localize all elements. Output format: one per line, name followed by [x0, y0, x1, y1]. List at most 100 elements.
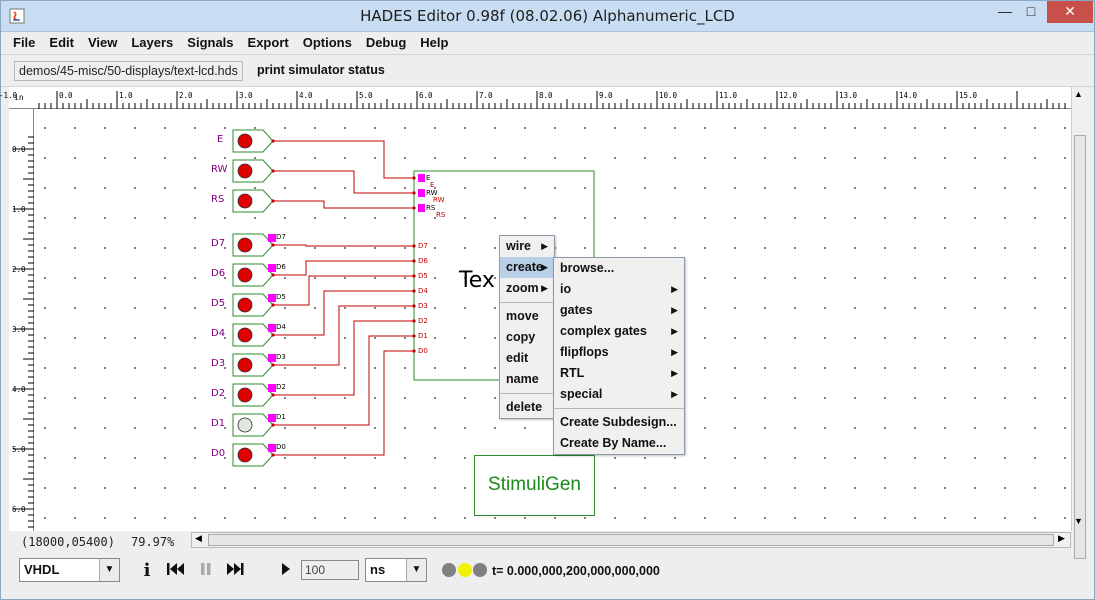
path-bar: demos/45-misc/50-displays/text-lcd.hds p…: [1, 54, 1094, 87]
close-button[interactable]: ✕: [1047, 1, 1093, 23]
input-switch-d5: [232, 293, 274, 317]
create-menu-item[interactable]: io▶: [554, 279, 684, 300]
scroll-up-arrow[interactable]: ▲: [1074, 89, 1083, 99]
menu-edit[interactable]: Edit: [49, 35, 74, 50]
menu-item-label: copy: [506, 330, 536, 344]
lcd-pin-label: RS: [426, 204, 436, 212]
left-ruler-ticks: 0.01.02.03.04.05.06.0: [12, 136, 34, 528]
input-label: D6: [211, 268, 226, 279]
maximize-button[interactable]: □: [1026, 3, 1036, 19]
probe-pin: [268, 444, 276, 452]
context-menu-item-name[interactable]: name: [500, 369, 554, 390]
create-menu-item[interactable]: complex gates▶: [554, 321, 684, 342]
language-select-value: VHDL: [24, 562, 60, 577]
context-menu-item-edit[interactable]: edit: [500, 348, 554, 369]
pause-button[interactable]: [194, 559, 218, 583]
input-label: RS: [211, 194, 225, 205]
top-ruler-tick-label: 13.0: [839, 91, 858, 100]
scroll-left-arrow[interactable]: ◀: [195, 533, 202, 543]
create-menu-item[interactable]: flipflops▶: [554, 342, 684, 363]
lcd-pin-label: D0: [418, 347, 428, 355]
top-ruler-tick-label: 2.0: [179, 91, 193, 100]
submenu-arrow-icon: ▶: [671, 347, 678, 357]
menu-separator: [500, 302, 554, 306]
lcd-pin-label: D1: [418, 332, 428, 340]
context-menu-item-create[interactable]: create▶: [500, 257, 554, 278]
step-button[interactable]: [273, 559, 297, 583]
left-ruler-tick-label: 5.0: [12, 445, 26, 454]
language-select[interactable]: VHDL ▼: [19, 558, 120, 582]
submenu-arrow-icon: ▶: [671, 284, 678, 294]
menu-view[interactable]: View: [87, 35, 118, 50]
chevron-down-icon[interactable]: ▼: [406, 559, 426, 581]
top-ruler-tick-label: 1.0: [119, 91, 133, 100]
create-menu-item[interactable]: Create By Name...: [554, 433, 684, 454]
probe-label: D3: [276, 353, 286, 361]
window-title: HADES Editor 0.98f (08.02.06) Alphanumer…: [360, 7, 735, 25]
menu-options[interactable]: Options: [302, 35, 352, 50]
status-led-3: [473, 563, 487, 577]
left-ruler-tick-label: 3.0: [12, 325, 26, 334]
lcd-pin-label: D5: [418, 272, 428, 280]
lcd-pin-label: D2: [418, 317, 428, 325]
create-menu-item[interactable]: gates▶: [554, 300, 684, 321]
probe-label: D0: [276, 443, 286, 451]
create-menu-item[interactable]: Create Subdesign...: [554, 412, 684, 433]
minimize-button[interactable]: —: [998, 3, 1012, 19]
play-icon: [282, 563, 290, 575]
scroll-right-arrow[interactable]: ▶: [1058, 533, 1065, 543]
context-menu-item-move[interactable]: move: [500, 306, 554, 327]
create-menu-item[interactable]: special▶: [554, 384, 684, 405]
left-ruler-tick-label: 2.0: [12, 265, 26, 274]
menu-file[interactable]: File: [13, 35, 36, 50]
submenu-arrow-icon: ▶: [671, 305, 678, 315]
menu-item-label: zoom: [506, 281, 539, 295]
rewind-button[interactable]: [164, 559, 188, 583]
context-menu-item-wire[interactable]: wire▶: [500, 236, 554, 257]
menu-item-label: special: [560, 387, 603, 401]
menu-item-label: browse...: [560, 261, 615, 275]
probe-label: D5: [276, 293, 286, 301]
left-ruler-tick-label: 6.0: [12, 505, 26, 514]
probe-label: D2: [276, 383, 286, 391]
menu-debug[interactable]: Debug: [365, 35, 407, 50]
lcd-pin: [418, 204, 425, 212]
context-menu-item-delete[interactable]: delete: [500, 397, 554, 418]
create-menu-item[interactable]: RTL▶: [554, 363, 684, 384]
probe-pin: [268, 414, 276, 422]
context-menu-item-zoom[interactable]: zoom▶: [500, 278, 554, 299]
context-menu-item-copy[interactable]: copy: [500, 327, 554, 348]
context-menu: wire▶create▶zoom▶ move copy edit name delete: [499, 235, 555, 419]
scroll-down-arrow[interactable]: ▼: [1074, 516, 1083, 526]
menu-signals[interactable]: Signals: [187, 35, 234, 50]
probe-pin: [268, 234, 276, 242]
signal-wire: [273, 275, 414, 306]
vertical-scrollbar[interactable]: ▲ ▼: [1071, 87, 1087, 559]
input-switch-d0: [232, 443, 274, 467]
horizontal-scrollbar[interactable]: ◀ ▶: [191, 532, 1071, 548]
input-label: RW: [211, 164, 228, 175]
menu-item-label: name: [506, 372, 539, 386]
create-menu-item[interactable]: browse...: [554, 258, 684, 279]
step-size-input[interactable]: 100: [301, 560, 359, 580]
info-icon[interactable]: i: [143, 560, 151, 581]
top-ruler-tick-label: 9.0: [599, 91, 613, 100]
input-switch-d4: [232, 323, 274, 347]
horizontal-scroll-thumb[interactable]: [208, 534, 1054, 546]
stimuli-generator[interactable]: StimuliGen: [474, 455, 595, 516]
menu-layers[interactable]: Layers: [131, 35, 174, 50]
vertical-scroll-thumb[interactable]: [1074, 135, 1086, 559]
probe-label: D1: [276, 413, 286, 421]
probe-pin: [268, 384, 276, 392]
lcd-pin-label: E: [426, 174, 431, 182]
time-unit-select[interactable]: ns ▼: [365, 558, 427, 582]
design-path-field[interactable]: demos/45-misc/50-displays/text-lcd.hds: [14, 61, 243, 81]
top-ruler-tick-label: 15.0: [959, 91, 978, 100]
chevron-down-icon[interactable]: ▼: [99, 559, 119, 581]
fast-forward-button[interactable]: [223, 559, 247, 583]
menu-help[interactable]: Help: [420, 35, 449, 50]
menu-export[interactable]: Export: [247, 35, 289, 50]
